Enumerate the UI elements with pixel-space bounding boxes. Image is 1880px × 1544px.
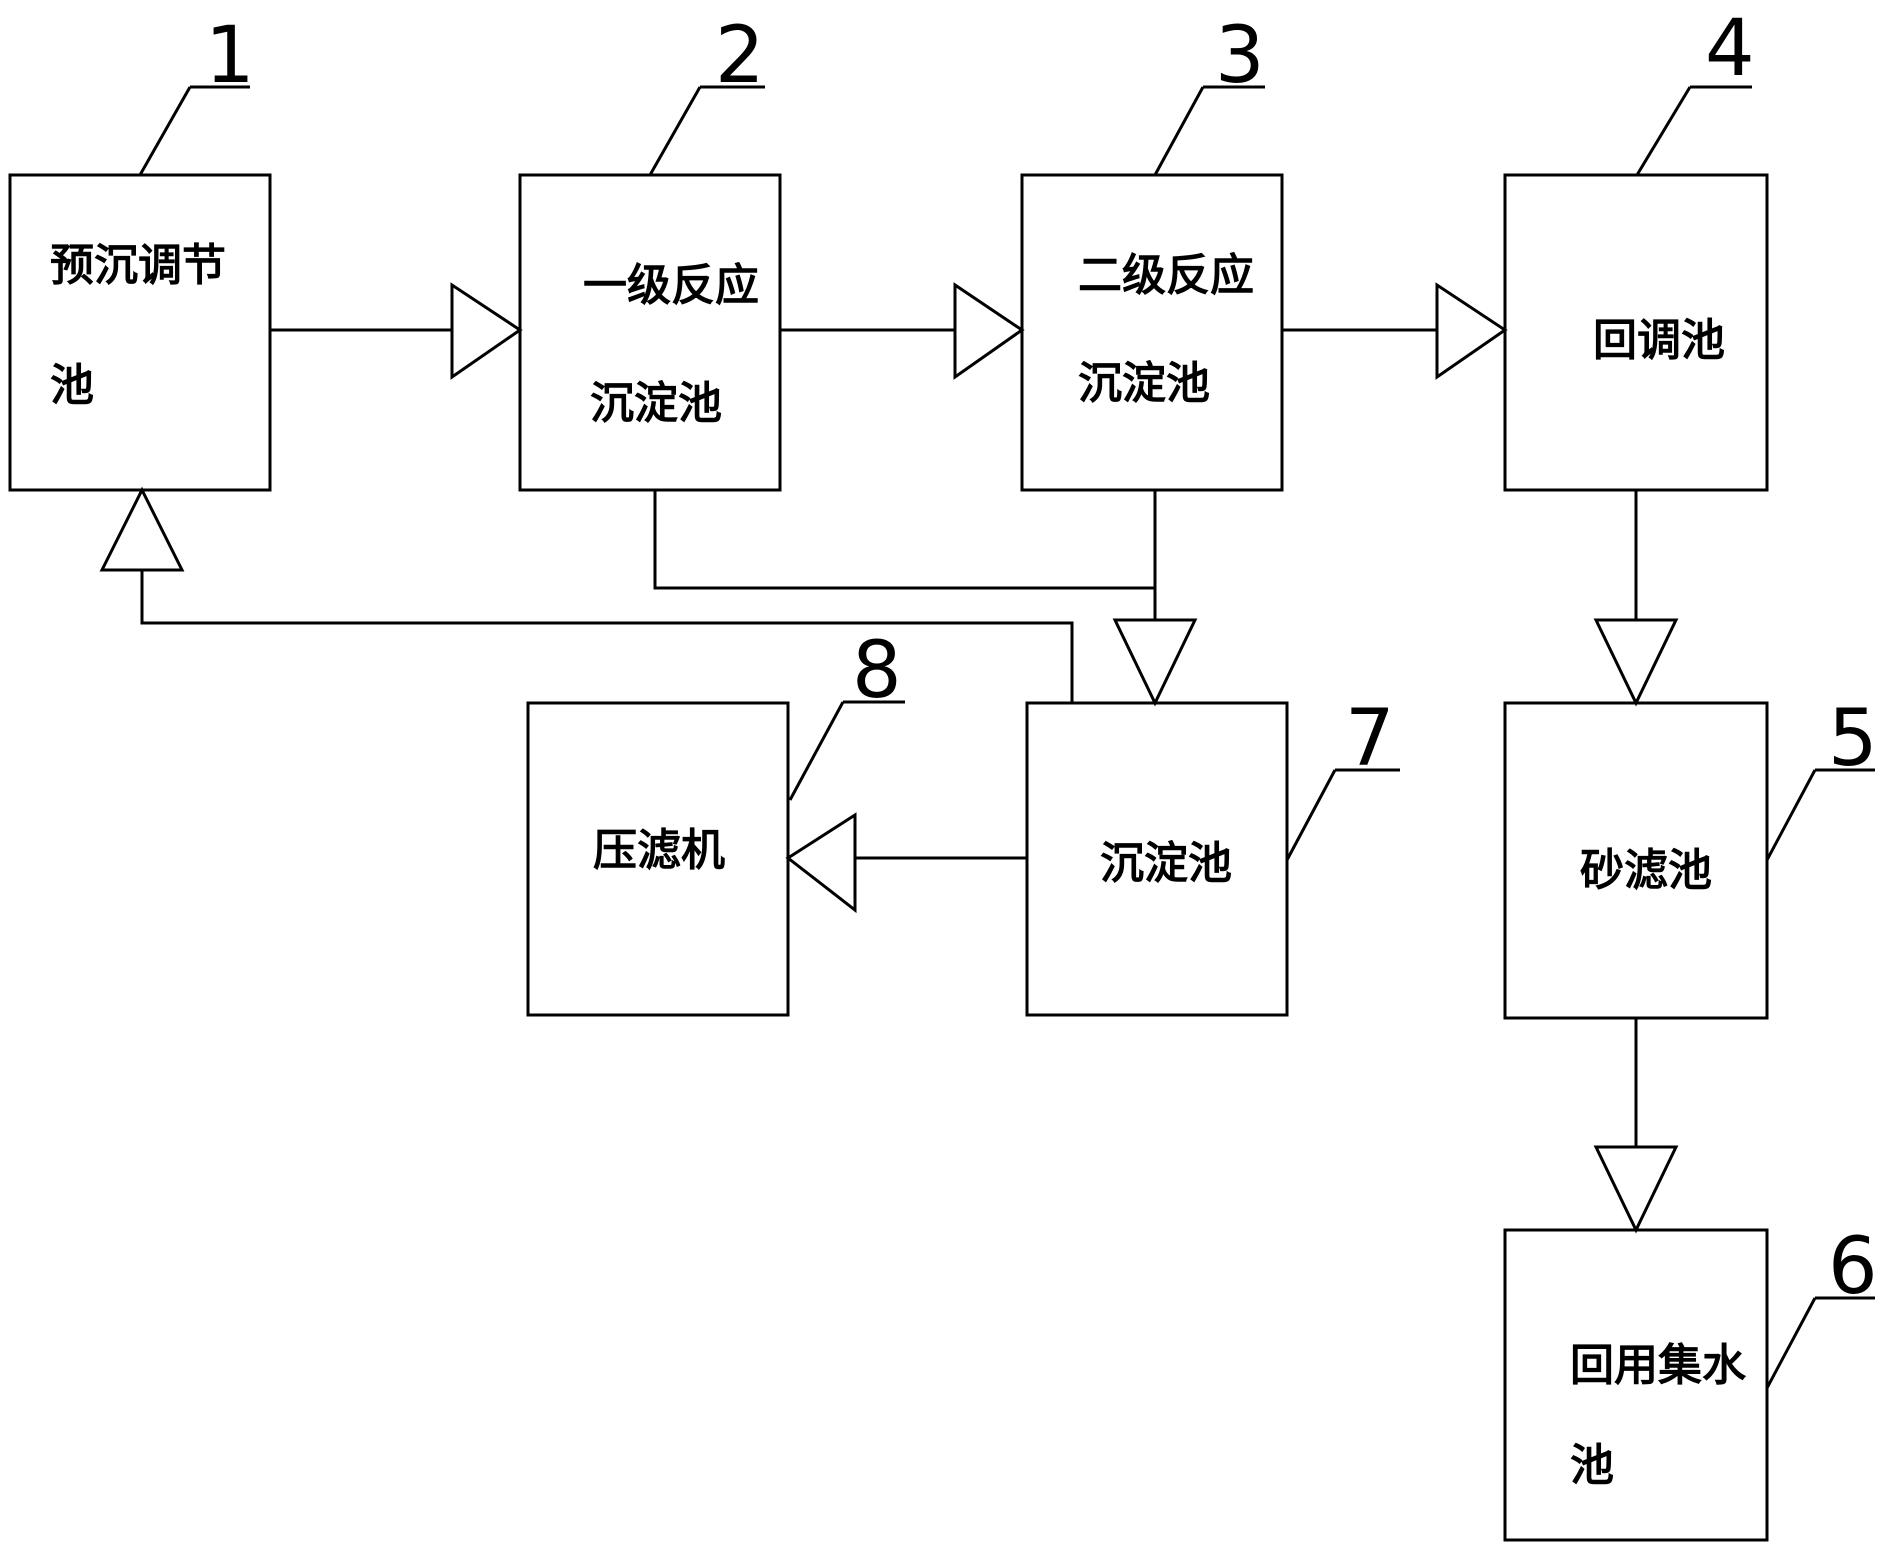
flow-7-to-8 (785, 812, 1027, 914)
callout-6-number: 6 (1828, 1222, 1878, 1312)
box-6-label-line-1: 回用集水 (1570, 1340, 1747, 1391)
box-2-label-line-1: 一级反应 (583, 260, 759, 311)
flow-5-to-6 (1593, 1018, 1679, 1234)
box-4-return-adjustment-tank: 回调池 (1503, 173, 1769, 492)
callout-2-number: 2 (715, 11, 765, 101)
callout-1: 1 (138, 11, 255, 176)
box-4-label: 回调池 (1593, 315, 1725, 366)
flow-4-to-5 (1593, 490, 1679, 707)
box-2-primary-reaction-sedimentation-tank: 一级反应 沉淀池 (518, 173, 782, 492)
box-1-label-line-2: 池 (50, 360, 94, 411)
box-5-sand-filter-tank: 砂滤池 (1503, 701, 1769, 1020)
box-7-sedimentation-tank: 沉淀池 (1025, 701, 1289, 1017)
box-1-pre-settling-regulating-tank: 预沉调节 池 (8, 173, 272, 492)
callout-5-number: 5 (1828, 694, 1878, 784)
callout-2: 2 (648, 11, 765, 176)
flow-2-to-3 (780, 282, 1025, 380)
flow-3-to-4 (1282, 282, 1508, 380)
callout-7-number: 7 (1345, 694, 1395, 784)
callout-8-number: 8 (852, 626, 902, 716)
callout-3-number: 3 (1215, 11, 1265, 101)
flow-7-to-1-return (99, 486, 1074, 703)
callout-8: 8 (788, 626, 905, 801)
callout-5: 5 (1765, 694, 1878, 861)
callout-4: 4 (1635, 4, 1755, 176)
callout-7: 7 (1285, 694, 1400, 861)
callout-6: 6 (1765, 1222, 1878, 1389)
box-2-label-line-2: 沉淀池 (590, 378, 722, 429)
box-5-label: 砂滤池 (1580, 845, 1712, 896)
box-3-label-line-1: 二级反应 (1078, 250, 1254, 301)
box-8-filter-press: 压滤机 (526, 701, 790, 1017)
flow-2-and-3-to-7 (653, 490, 1198, 707)
callout-4-number: 4 (1705, 4, 1755, 94)
box-8-label: 压滤机 (593, 825, 725, 876)
box-6-label-line-2: 池 (1570, 1440, 1614, 1491)
box-6-reuse-water-collection-tank: 回用集水 池 (1503, 1228, 1769, 1542)
callout-1-number: 1 (205, 11, 255, 101)
flow-1-to-2 (270, 282, 523, 380)
box-3-secondary-reaction-sedimentation-tank: 二级反应 沉淀池 (1020, 173, 1284, 492)
box-3-label-line-2: 沉淀池 (1078, 358, 1210, 409)
box-1-label-line-1: 预沉调节 (50, 240, 226, 291)
box-7-label: 沉淀池 (1100, 838, 1232, 889)
callout-3: 3 (1153, 11, 1265, 176)
